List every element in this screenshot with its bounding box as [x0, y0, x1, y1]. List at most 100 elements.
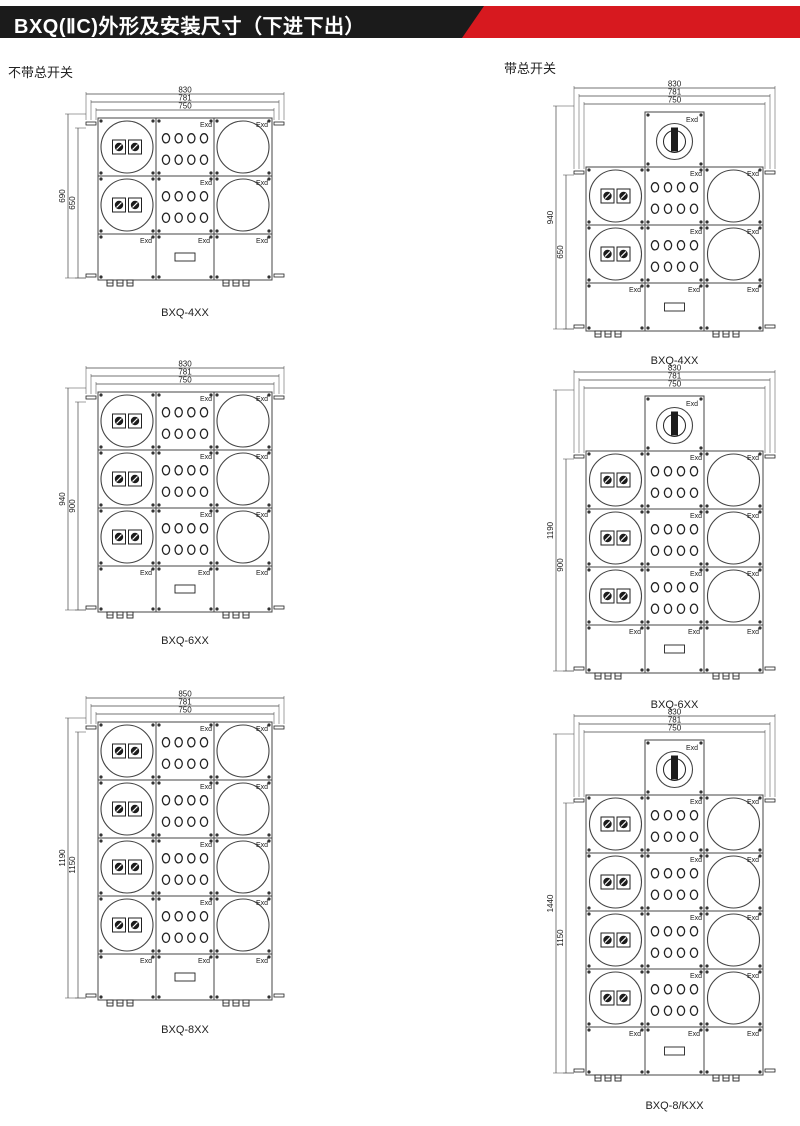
exd-mark: Exd	[690, 229, 702, 236]
indicator-lamp-icon	[199, 874, 209, 886]
mounting-bracket	[85, 121, 97, 126]
indicator-lamp-icon	[689, 487, 699, 499]
indicator-lamp-icon	[199, 853, 209, 864]
indicator-lamp-icon	[174, 486, 183, 498]
exd-mark: Exd	[747, 229, 759, 236]
indicator-module	[644, 508, 705, 568]
round-cover	[706, 227, 761, 281]
indicator-lamp-icon	[676, 984, 686, 995]
exd-mark: Exd	[200, 122, 212, 129]
mounting-bracket	[764, 454, 776, 459]
mounting-bracket	[764, 798, 776, 803]
exd-mark: Exd	[747, 571, 759, 578]
exd-mark: Exd	[747, 171, 759, 178]
indicator-lamp-icon	[650, 947, 660, 959]
indicator-lamp-icon	[689, 810, 699, 821]
exd-mark: Exd	[140, 958, 152, 965]
diagram-caption: BXQ-6XX	[161, 635, 209, 647]
exd-mark: Exd	[198, 570, 210, 577]
exd-mark: Exd	[747, 455, 759, 462]
exd-mark: Exd	[256, 396, 268, 403]
indicator-lamp-icon	[174, 133, 183, 144]
indicator-lamp-icon	[161, 212, 171, 224]
terminal-module	[97, 565, 157, 613]
indicator-lamp-icon	[161, 428, 171, 440]
mounting-bracket	[85, 993, 97, 998]
indicator-lamp-icon	[174, 737, 183, 748]
switch-dome	[588, 971, 643, 1025]
switch-dome	[588, 855, 643, 909]
mounting-bracket	[85, 395, 97, 400]
height-dimension: 1150	[556, 929, 565, 947]
exd-mark: Exd	[686, 401, 698, 408]
exd-mark: Exd	[198, 958, 210, 965]
indicator-lamp-icon	[199, 932, 209, 944]
indicator-lamp-icon	[174, 407, 183, 418]
exd-mark: Exd	[747, 857, 759, 864]
indicator-lamp-icon	[161, 737, 171, 748]
main-switch-handle-icon	[671, 755, 678, 780]
exd-mark: Exd	[200, 784, 212, 791]
indicator-lamp-icon	[650, 1005, 660, 1017]
height-dimension: 690	[58, 189, 67, 203]
indicator-lamp-icon	[187, 523, 196, 534]
exd-mark: Exd	[690, 915, 702, 922]
exd-mark: Exd	[256, 842, 268, 849]
exd-mark: Exd	[198, 238, 210, 245]
indicator-lamp-icon	[650, 487, 660, 499]
indicator-lamp-icon	[199, 407, 209, 418]
mounting-bracket	[573, 170, 585, 175]
switch-dome	[588, 453, 643, 507]
indicator-lamp-icon	[199, 212, 209, 224]
indicator-lamp-icon	[187, 428, 196, 440]
width-dimension: 750	[668, 96, 682, 105]
exd-mark: Exd	[256, 900, 268, 907]
exd-mark: Exd	[690, 799, 702, 806]
indicator-module	[644, 566, 705, 626]
indicator-lamp-icon	[161, 523, 171, 534]
switch-dome	[100, 898, 154, 952]
terminal-module	[585, 282, 646, 332]
indicator-lamp-icon	[676, 810, 686, 821]
mounting-bracket	[273, 725, 285, 730]
round-cover	[216, 898, 270, 952]
main-switch-handle-icon	[671, 411, 678, 436]
indicator-module	[155, 721, 215, 781]
indicator-lamp-icon	[174, 465, 183, 476]
nameplate	[174, 584, 196, 594]
width-dimension: 781	[668, 372, 682, 381]
indicator-lamp-icon	[199, 523, 209, 534]
indicator-lamp-icon	[187, 191, 196, 202]
indicator-lamp-icon	[187, 133, 196, 144]
terminal-module	[213, 953, 273, 1001]
indicator-lamp-icon	[689, 582, 699, 593]
exd-mark: Exd	[690, 513, 702, 520]
mounting-bracket	[273, 993, 285, 998]
switch-dome	[100, 394, 154, 448]
indicator-lamp-icon	[174, 874, 183, 886]
indicator-module	[644, 968, 705, 1028]
exd-mark: Exd	[256, 570, 268, 577]
indicator-lamp-icon	[650, 545, 660, 557]
indicator-lamp-icon	[650, 203, 660, 215]
nameplate	[664, 1046, 685, 1056]
round-cover	[706, 797, 761, 851]
round-cover	[216, 840, 270, 894]
exd-mark: Exd	[686, 745, 698, 752]
indicator-module	[644, 910, 705, 970]
exd-mark: Exd	[256, 180, 268, 187]
round-cover	[706, 169, 761, 223]
diagram-caption: BXQ-4XX	[651, 355, 699, 367]
width-dimension: 781	[178, 368, 192, 377]
exd-mark: Exd	[256, 512, 268, 519]
indicator-lamp-icon	[689, 984, 699, 995]
indicator-lamp-icon	[161, 758, 171, 770]
mounting-bracket	[764, 324, 776, 329]
indicator-lamp-icon	[174, 816, 183, 828]
indicator-lamp-icon	[199, 758, 209, 770]
exd-mark: Exd	[256, 726, 268, 733]
exd-mark: Exd	[690, 973, 702, 980]
